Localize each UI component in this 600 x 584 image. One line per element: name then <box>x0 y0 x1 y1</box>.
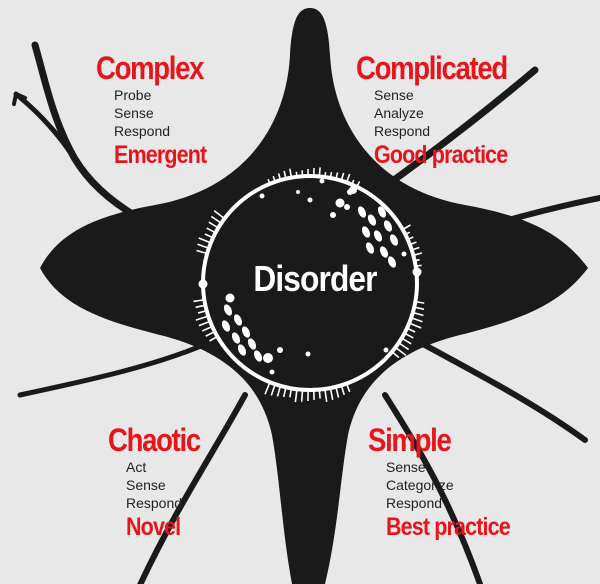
nucleus-tick <box>335 387 340 398</box>
nucleus-tick <box>346 173 351 182</box>
nucleus-tick <box>197 243 209 249</box>
center-label-disorder: Disorder <box>253 258 377 299</box>
nucleus-tick <box>205 331 215 337</box>
nucleus-tick <box>283 170 287 178</box>
quadrant-step: Sense <box>374 87 414 103</box>
nucleus-tick <box>403 224 411 230</box>
ring-beads <box>198 189 422 289</box>
nucleus-tick <box>413 311 424 317</box>
nucleus-tick <box>415 306 425 311</box>
nucleus-tick <box>294 390 298 403</box>
quadrant-title: Complicated <box>356 50 508 86</box>
nucleus-tick <box>197 310 206 314</box>
nucleus-tick <box>198 320 210 327</box>
quadrant-step: Analyze <box>374 105 424 121</box>
nucleus-tick <box>395 347 407 356</box>
nucleus-tick <box>340 172 345 180</box>
quadrant-step: Sense <box>114 105 154 121</box>
dendrite-right-lower <box>409 335 588 443</box>
quadrant-step: Respond <box>386 495 443 511</box>
nucleus-tick <box>206 227 216 234</box>
nucleus-tick <box>411 317 423 323</box>
quadrant-practice: Novel <box>126 513 181 541</box>
nucleus-tick <box>264 382 271 395</box>
quadrant-step: Sense <box>386 459 426 475</box>
nucleus-tick <box>404 332 414 339</box>
vesicles-upper <box>307 178 407 268</box>
nucleus-tick <box>210 215 221 224</box>
nucleus-tick <box>318 167 321 176</box>
nucleus-tick <box>346 384 351 393</box>
nucleus-tick <box>289 168 293 177</box>
nucleus-tick <box>198 237 211 244</box>
nucleus-tick <box>276 386 282 397</box>
dendrite-bottom-right <box>382 392 483 584</box>
quadrant-step: Respond <box>374 123 431 139</box>
nucleus-tick <box>282 388 287 398</box>
quadrant-simple: Simple Sense Categorize Respond Best pra… <box>368 422 530 542</box>
nucleus-tick <box>208 221 218 229</box>
quadrant-step: Respond <box>126 495 183 511</box>
nucleus-tick <box>289 389 293 398</box>
nucleus-tick <box>402 337 412 345</box>
nucleus-tick <box>204 233 213 239</box>
nucleus-tick <box>340 386 345 396</box>
quadrant-title: Complex <box>96 50 204 86</box>
nucleus-tick <box>196 249 207 255</box>
nucleus-tick <box>409 322 422 329</box>
nucleus-tick <box>195 315 208 321</box>
quadrant-title: Chaotic <box>108 422 201 458</box>
nucleus-tick <box>416 300 425 304</box>
quadrant-practice: Emergent <box>114 141 207 169</box>
quadrant-step: Sense <box>126 477 166 493</box>
nucleus-tick <box>270 384 276 396</box>
quadrant-practice: Good practice <box>374 141 508 169</box>
quadrant-step: Act <box>126 459 147 475</box>
nucleus-tick <box>407 327 416 333</box>
nucleus-tick <box>412 246 420 251</box>
nucleus-tick <box>392 351 400 359</box>
nucleus-tick <box>324 389 328 402</box>
quadrant-complicated: Complicated Sense Analyze Respond Good p… <box>356 50 532 170</box>
nucleus-tick <box>209 336 217 342</box>
nucleus-tick <box>329 388 334 400</box>
quadrant-chaotic: Chaotic Act Sense Respond Novel <box>108 422 215 542</box>
dendrite-left-lower <box>17 337 218 398</box>
quadrant-complex: Complex Probe Sense Respond Emergent <box>96 50 221 170</box>
nucleus-tick <box>399 342 410 351</box>
quadrant-step: Respond <box>114 123 171 139</box>
dendrite-bottom-left <box>137 392 248 584</box>
nucleus-tick <box>193 299 204 303</box>
dendrite-left-fork <box>12 92 27 106</box>
vesicles-lower <box>221 190 389 375</box>
quadrant-step: Probe <box>114 87 152 103</box>
nucleus-tick <box>195 304 205 309</box>
dendrite-left-upper-branch <box>13 91 73 155</box>
nucleus-tick <box>213 210 225 219</box>
nucleus-tick <box>318 390 321 399</box>
quadrant-step: Categorize <box>386 477 454 493</box>
nucleus-tick <box>201 326 212 332</box>
quadrant-title: Simple <box>368 422 452 458</box>
nucleus-tick <box>414 252 423 256</box>
nucleus-tick <box>300 390 304 402</box>
quadrant-practice: Best practice <box>386 513 511 541</box>
